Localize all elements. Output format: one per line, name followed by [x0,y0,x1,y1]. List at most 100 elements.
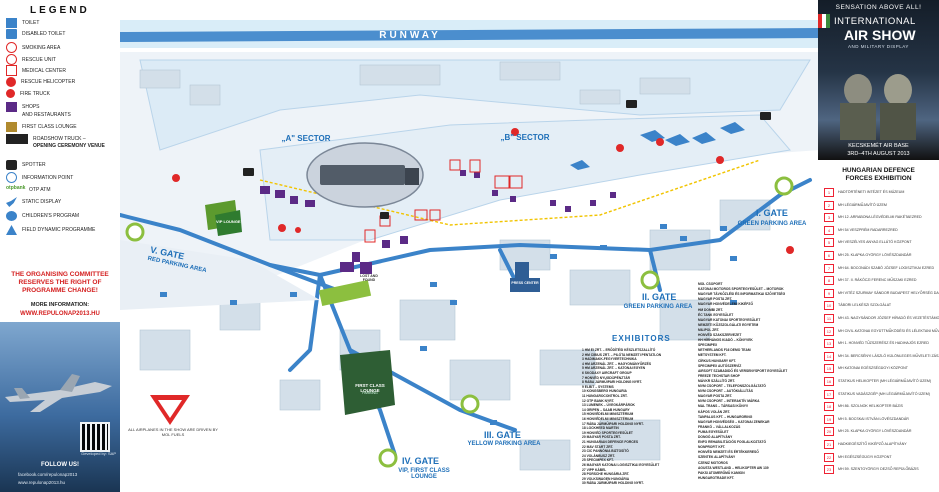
hd-exhibit-label: HADTÖRTÉNETI INTÉZET ÉS MÚZEUM [838,190,905,194]
runway-label: RUNWAY [379,30,441,41]
exhibitor-row: PAKSI ATOMERŐMŰ KAMION [698,470,745,475]
roadshow-truck-cab [405,168,419,185]
hd-exhibit-label: STATIKUS VADÁSZGÉP (MH LÉGIÁRMŰJAVÍTÓ ÜZ… [838,391,930,396]
roadshow-truck-icon [6,134,28,144]
flag-white [822,14,826,28]
poster-banner: SENSATION ABOVE ALL! INTERNATIONAL AIR S… [818,0,939,160]
legend-item-label: SPOTTER [22,162,46,168]
press-center-label: PRESS CENTER [511,281,539,285]
hd-exhibit-number: 23 [824,465,834,475]
exhibitor-row: MVM CSOPORT – AUTÓKIÁLLÍTÁS [698,389,754,394]
exhibitor-row: 8 RÁBA JÁRMŰIPARI HOLDING NYRT. [582,380,642,385]
green-parking-zone [318,279,372,307]
smoking-area-icon [6,42,17,53]
legend-item: FIRE TRUCK [6,89,50,98]
hd-exhibit-item: 10 TÁBORI LELKÉSZI SZOLGÁLAT [824,301,892,311]
buildings [139,61,771,471]
flag-red [818,14,822,28]
pilots-photo [840,74,916,140]
legend-item: FIELD DYNAMIC PROGRAMME [6,225,95,235]
qr-code[interactable] [80,422,110,452]
legend-item-label: INFORMATION POINT [22,174,74,181]
hd-exhibit-number: 14 [824,351,834,361]
hd-exhibit-label: HADKIEGÉSZÍTŐ KIKÉPZŐ ALAPÍTVÁNY [838,442,907,446]
exhibitor-row: CZENIZ MOTOROS [698,460,728,465]
hd-exhibit-label: MH 5. BOCSKAI ISTVÁN LÖVÉSZDANDÁR [838,416,909,421]
programme-change-notice: THE ORGANISING COMMITTEE RESERVES THE RI… [11,271,109,294]
medical-center-icon [6,65,17,76]
gate-3-label[interactable]: III. GATE [484,430,521,440]
social-website[interactable]: www.repulonap2013.hu [18,480,66,485]
exhibitor-row: FRANKÓ – VÁLLALKOZÁS [698,424,741,429]
hd-exhibit-label: MH KATONAI EGÉSZSÉGÜGYI KÖZPONT [838,366,908,371]
gate-3-parking: YELLOW PARKING AREA [467,441,541,447]
exhibitor-row: PUMA EGYESÜLET [698,429,729,434]
legend-item-label: STATIC DISPLAY [22,199,62,205]
exhibitor-row: MVM CSOPORT – TELEFONSZOLGÁLTATÓ [698,384,766,388]
legend-item-label: RESCUE UNIT [22,56,56,63]
childrens-program-icon [6,211,17,221]
field-dynamic-icon [6,225,17,235]
exhibitor-row: HH HÍRHÁNGS KIADÓ – KÖNYVEK [698,338,753,343]
airbase-map[interactable]: RUNWAY „A" SECTOR „B" SECTOR I. GATE GRE… [120,0,820,492]
legend-item: FIRST CLASS LOUNGE [6,122,77,132]
exhibitors-section: EXHIBITORS 1 HM EI ZRT. – ERŐDÍTÉSI KÉSZ… [580,282,820,492]
exhibitor-row: 28 PORSCHE HUNGÁRIA ZRT. [582,472,630,477]
website-link[interactable]: WWW.REPULONAP2013.HU [20,311,100,317]
legend-item: RESCUE UNIT [6,54,56,65]
hd-exhibit-item: 4 MH 54 VESZPRÉM RADARREZRED [824,225,898,235]
hd-title-2: FORCES EXHIBITION [845,175,912,182]
hd-exhibit-label: MH 25. KLAPKA GYÖRGY LÖVÉSZDANDÁR [838,429,912,434]
social-facebook[interactable]: facebook.com/repulonap2013 [18,472,78,477]
tagline: SENSATION ABOVE ALL! [835,4,922,11]
hd-exhibit-label: MH 64. BOCONÁDI SZABÓ JÓZSEF LOGISZTIKAI… [838,265,935,270]
jet-silhouette-icon [5,374,112,412]
gate-2-label[interactable]: II. GATE [642,292,677,302]
fire-truck-icon [6,89,15,98]
legend-item-label: OTP ATM [29,187,51,193]
exhibitor-row: FREEZE TECHSTAR SHOP [698,373,740,378]
gate-4-label[interactable]: IV. GATE [402,456,440,466]
exhibitor-row: 3 HADIMAKK-FEGYVERTECHNIKA [582,357,637,362]
legend-item: MEDICAL CENTER [6,65,66,76]
restaurants-icon [6,110,17,120]
rescue-unit-icon [6,54,17,65]
gate-1-label[interactable]: I. GATE [756,208,788,218]
legend-item-label: MEDICAL CENTER [22,67,66,74]
exhibitor-row: 19 HONVÉD SPORTEGYESÜLET [582,430,633,435]
hd-exhibit-number: 22 [824,452,834,462]
hd-exhibit-number: 10 [824,301,834,311]
legend-item-label: CHILDREN'S PROGRAM [22,213,80,219]
show-subtitle: AND MILITARY DISPLAY [848,44,909,49]
exhibitor-row: 22 MAV START ZRT. [582,444,614,449]
exhibitor-row: 12 OTP BANK NYRT. [582,398,615,403]
exhibitor-row: HUNGAROTRADE KFT. [698,475,735,480]
sector-b-label: „B" SECTOR [500,133,550,142]
event-dates: 3RD–4TH AUGUST 2013 [847,151,910,157]
hd-exhibit-label: TÁBORI LELKÉSZI SZOLGÁLAT [838,303,892,308]
static-display-icon [6,197,17,207]
hd-exhibit-number: 4 [824,225,834,235]
exhibitor-row: CÍRKUS HUNGARY KFT. [698,358,736,363]
toilet-markers [160,224,737,425]
legend-item: AND RESTAURANTS [6,110,71,120]
hd-exhibit-label: MH 34. BERCSÉNYI LÁSZLÓ KÜLÖNLEGES MŰVEL… [838,353,939,358]
exhibitor-row: NETHERLANDS F16 DEMO TEAM [698,348,751,353]
hd-exhibit-label: MH 54 VESZPRÉM RADARREZRED [838,227,898,232]
exhibitor-row: ENFO REHABILITÁCIÓS FOGLALKOZTATÓ [698,440,767,445]
exhibitor-row: HONVÉD NEMZETI ÉS ÉRTÉKKERESŐ [698,450,759,455]
exhibitor-row: TANPALUS KFT. – HUNGARORING [698,414,753,419]
press-center [510,278,540,292]
exhibitor-row: MAGYAR POSTA ZRT. [698,394,733,399]
roadshow-truck-image [320,165,405,185]
hd-exhibit-label: MH 37. II. RÁKÓCZI FERENC MŰSZAKI EZRED [838,278,917,283]
hd-exhibit-number: 6 [824,251,834,260]
